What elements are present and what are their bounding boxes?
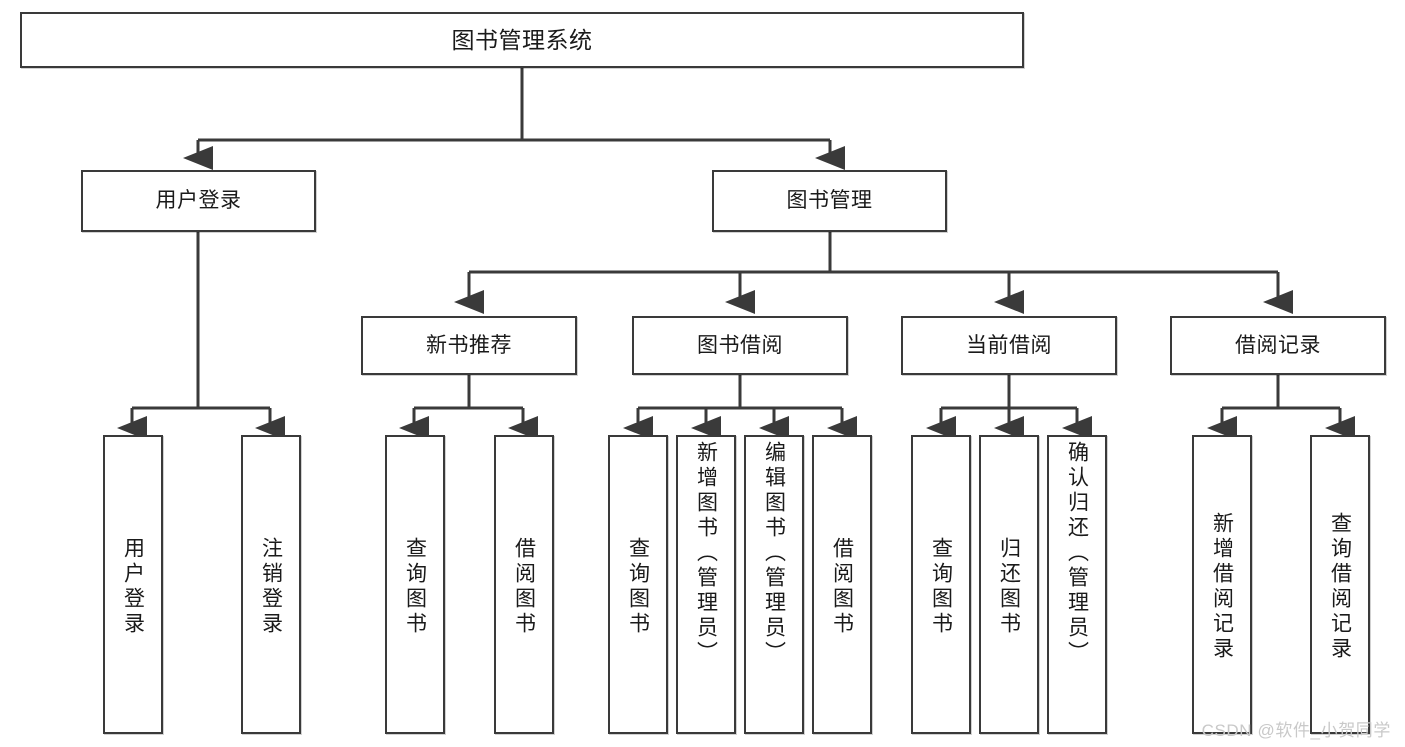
leaf-record-add-record[interactable]: 新增借阅记录 bbox=[1192, 435, 1252, 734]
node-label: 查询图书 bbox=[403, 536, 427, 637]
node-new-book-recommend[interactable]: 新书推荐 bbox=[361, 316, 577, 375]
node-label: 图书借阅 bbox=[697, 333, 783, 357]
node-label: 新增图书（管理员） bbox=[694, 441, 718, 666]
node-root-book-management-system[interactable]: 图书管理系统 bbox=[20, 12, 1024, 68]
node-label: 新书推荐 bbox=[426, 333, 512, 357]
node-label: 图书管理 bbox=[786, 189, 873, 213]
node-user-login[interactable]: 用户登录 bbox=[81, 170, 316, 232]
leaf-user-login-logout[interactable]: 注销登录 bbox=[241, 435, 301, 734]
leaf-current-confirm-return-admin[interactable]: 确认归还（管理员） bbox=[1047, 435, 1107, 734]
node-label: 查询图书 bbox=[929, 536, 953, 637]
leaf-current-return-book[interactable]: 归还图书 bbox=[979, 435, 1039, 734]
leaf-borrow-add-book-admin[interactable]: 新增图书（管理员） bbox=[676, 435, 736, 734]
leaf-borrow-query-book[interactable]: 查询图书 bbox=[608, 435, 668, 734]
node-label: 查询借阅记录 bbox=[1328, 511, 1352, 662]
node-current-borrow[interactable]: 当前借阅 bbox=[901, 316, 1117, 375]
leaf-new-book-query[interactable]: 查询图书 bbox=[385, 435, 445, 734]
leaf-new-book-borrow[interactable]: 借阅图书 bbox=[494, 435, 554, 734]
leaf-borrow-borrow-book[interactable]: 借阅图书 bbox=[812, 435, 872, 734]
node-label: 新增借阅记录 bbox=[1210, 511, 1234, 662]
node-label: 确认归还（管理员） bbox=[1065, 441, 1089, 666]
node-label: 编辑图书（管理员） bbox=[762, 441, 786, 666]
leaf-borrow-edit-book-admin[interactable]: 编辑图书（管理员） bbox=[744, 435, 804, 734]
node-label: 借阅记录 bbox=[1235, 333, 1321, 357]
node-book-borrow[interactable]: 图书借阅 bbox=[632, 316, 848, 375]
node-label: 注销登录 bbox=[259, 536, 283, 637]
leaf-user-login-login[interactable]: 用户登录 bbox=[103, 435, 163, 734]
node-label: 用户登录 bbox=[121, 536, 145, 637]
node-book-management[interactable]: 图书管理 bbox=[712, 170, 947, 232]
node-label: 用户登录 bbox=[155, 189, 242, 213]
node-label: 借阅图书 bbox=[830, 536, 854, 637]
csdn-watermark: CSDN @软件_小贺同学 bbox=[1201, 721, 1391, 740]
node-label: 图书管理系统 bbox=[451, 26, 593, 53]
node-label: 查询图书 bbox=[626, 536, 650, 637]
node-label: 归还图书 bbox=[997, 536, 1021, 637]
node-label: 借阅图书 bbox=[512, 536, 536, 637]
leaf-current-query-book[interactable]: 查询图书 bbox=[911, 435, 971, 734]
leaf-record-query-record[interactable]: 查询借阅记录 bbox=[1310, 435, 1370, 734]
node-borrow-record[interactable]: 借阅记录 bbox=[1170, 316, 1386, 375]
node-label: 当前借阅 bbox=[966, 333, 1052, 357]
